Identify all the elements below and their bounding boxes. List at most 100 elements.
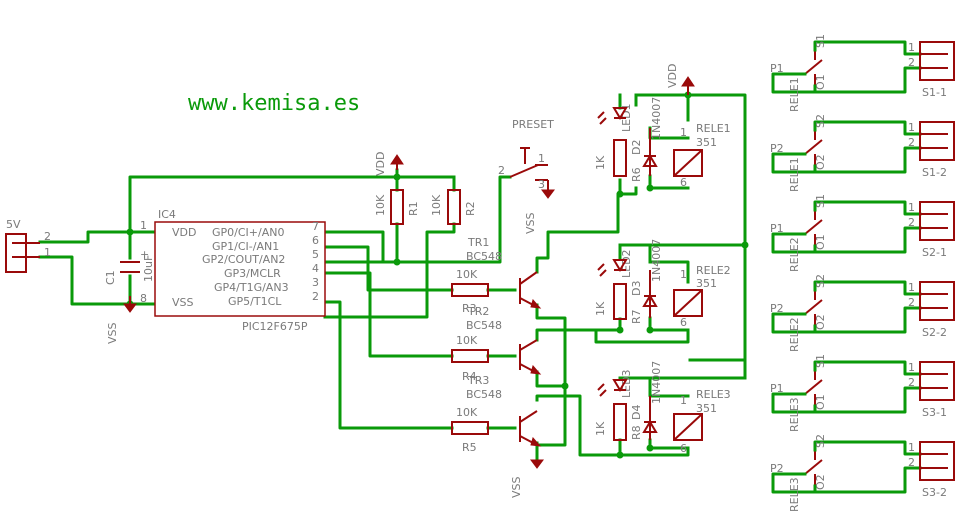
contact-output: O2 [814, 474, 827, 490]
ic-pin-gp1-num: 6 [312, 234, 319, 247]
contact-pin-1: 1 [908, 121, 915, 134]
contact-pin-1: 1 [908, 41, 915, 54]
relay-stage-1: LED1 1K R6 D2 1N4007 RELE1 351 1 6 [594, 97, 731, 189]
svg-text:LED2: LED2 [620, 249, 633, 278]
svg-text:BC548: BC548 [466, 250, 502, 263]
contact-pin-1: 1 [908, 201, 915, 214]
base-resistor-r5: 10K R5 [451, 406, 489, 454]
contact-switch: S1 [814, 194, 827, 208]
svg-text:10K: 10K [456, 334, 478, 347]
contact-output: O1 [814, 74, 827, 90]
svg-text:351: 351 [696, 402, 717, 415]
svg-text:3: 3 [538, 178, 545, 191]
transistor-tr1: TR1 BC548 [466, 236, 542, 309]
contact-switch: S2 [814, 274, 827, 288]
transistor-tr2: TR2 BC548 [466, 305, 542, 375]
ic-pin-gp1: GP1/CI-/AN1 [212, 240, 279, 253]
contact-connector: S1-2 [922, 166, 947, 179]
relay-stage-2: LED2 1K R7 D3 1N4007 RELE2 351 1 6 [594, 239, 731, 329]
contact-pin-2: 2 [908, 456, 915, 469]
svg-text:R2: R2 [464, 201, 477, 216]
svg-text:351: 351 [696, 136, 717, 149]
cap-name: C1 [104, 270, 117, 285]
vdd-symbol-relay: VDD [666, 64, 695, 95]
contact-connector: S3-2 [922, 486, 947, 499]
svg-text:R3: R3 [462, 302, 477, 315]
ic-pin-gp0: GP0/CI+/AN0 [212, 226, 284, 239]
svg-text:1: 1 [680, 126, 687, 139]
cap-value: 10uF [142, 255, 155, 282]
power-pin-2: 2 [44, 230, 51, 243]
power-connector: 5V 2 1 [5, 218, 51, 273]
contact-switch: S1 [814, 34, 827, 48]
svg-text:R8: R8 [630, 425, 643, 440]
svg-text:BC548: BC548 [466, 388, 502, 401]
svg-text:R7: R7 [630, 309, 643, 324]
svg-text:RELE3: RELE3 [696, 388, 731, 401]
vdd-label-relay: VDD [666, 64, 679, 88]
contact-switch: S2 [814, 114, 827, 128]
svg-text:6: 6 [680, 442, 687, 455]
contact-output: O2 [814, 314, 827, 330]
contact-switch: S1 [814, 354, 827, 368]
cap-polarity: + [140, 248, 149, 261]
ic-pin-gp2-num: 5 [312, 248, 319, 261]
contact-pin-1: 1 [908, 281, 915, 294]
vdd-symbol-ic: VDD [374, 152, 404, 176]
contact-pin-1: 1 [908, 361, 915, 374]
contact-switch: S2 [814, 434, 827, 448]
svg-text:TR3: TR3 [467, 374, 489, 387]
svg-text:D4: D4 [630, 405, 643, 420]
svg-text:D3: D3 [630, 281, 643, 296]
preset-button: PRESET 2 1 3 VSS [498, 118, 555, 234]
contact-pin-2: 2 [908, 56, 915, 69]
ic-pin-gp0-num: 7 [312, 220, 319, 233]
contact-pin-2: 2 [908, 296, 915, 309]
svg-text:10K: 10K [430, 194, 443, 216]
vss-label-left: VSS [106, 322, 119, 344]
contact-pin-2: 2 [908, 216, 915, 229]
base-resistor-r4: 10K R4 [451, 334, 489, 383]
svg-text:1: 1 [680, 268, 687, 281]
contact-relay: RELE1 [788, 157, 801, 192]
svg-text:6: 6 [680, 316, 687, 329]
contact-output: O2 [814, 154, 827, 170]
preset-vss: VSS [524, 212, 537, 234]
ground-vss-left: VSS [106, 296, 137, 344]
svg-text:1: 1 [538, 152, 545, 165]
ic-pin-gp3-num: 4 [312, 262, 319, 275]
relay-stage-3: LED3 1K R8 D4 1N4007 RELE3 351 1 6 [594, 361, 731, 455]
svg-text:1N4007: 1N4007 [650, 361, 663, 404]
transistor-tr3: TR3 BC548 [466, 374, 542, 447]
ic-pin-vdd: VDD [172, 226, 196, 239]
svg-text:R6: R6 [630, 167, 643, 182]
ic-pin-gp4: GP4/T1G/AN3 [214, 281, 289, 294]
ic-name: IC4 [158, 208, 176, 221]
vdd-label-ic: VDD [374, 152, 387, 176]
svg-text:1: 1 [680, 394, 687, 407]
svg-text:10K: 10K [456, 268, 478, 281]
contact-relay: RELE2 [788, 317, 801, 352]
ic-pin-vdd-num: 1 [140, 219, 147, 232]
contact-relay: RELE2 [788, 237, 801, 272]
preset-label: PRESET [512, 118, 554, 131]
contact-pin-1: 1 [908, 441, 915, 454]
svg-text:1N4007: 1N4007 [650, 239, 663, 282]
contact-pole: P1 [770, 62, 784, 75]
svg-text:10K: 10K [374, 194, 387, 216]
capacitor-c1: + C1 10uF [104, 248, 155, 285]
pullup-r1: 10K R1 [374, 189, 420, 225]
contact-relay: RELE3 [788, 397, 801, 432]
ic-part: PIC12F675P [242, 320, 308, 333]
svg-text:R4: R4 [462, 370, 477, 383]
svg-text:TR1: TR1 [467, 236, 489, 249]
svg-text:351: 351 [696, 277, 717, 290]
svg-text:1K: 1K [594, 421, 607, 436]
contact-relay: RELE3 [788, 477, 801, 512]
svg-text:2: 2 [498, 164, 505, 177]
